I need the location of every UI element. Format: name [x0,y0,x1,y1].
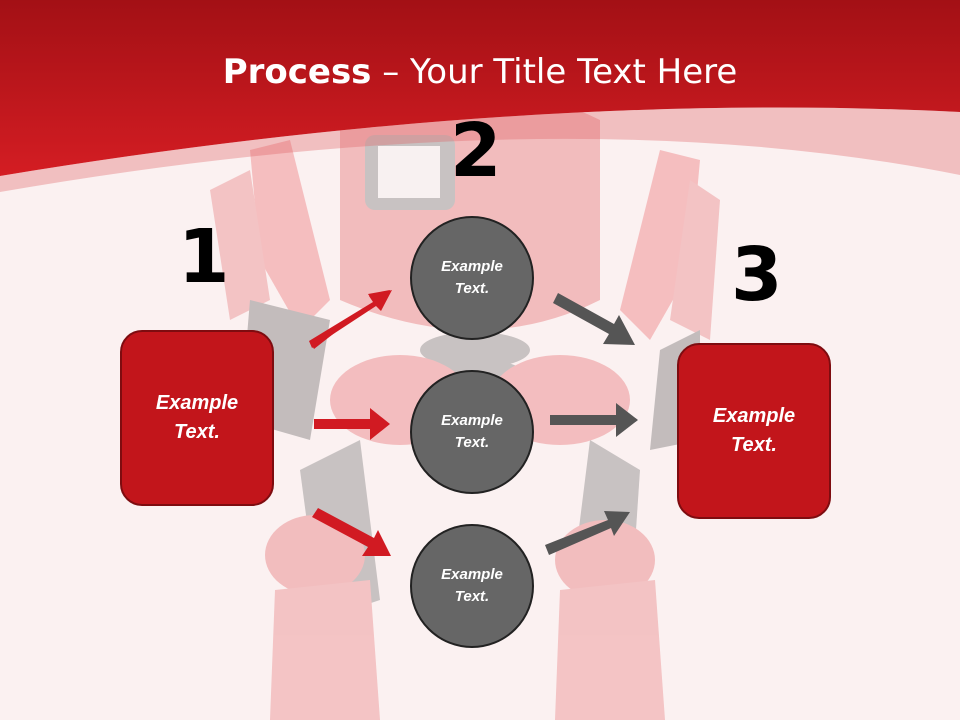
circle-1-label: Example Text. [441,257,503,298]
step-1-box: Example Text. [120,330,274,506]
step-number-3: 3 [731,232,783,318]
slide-title: Process – Your Title Text Here [0,52,960,92]
step-2-circle-3: Example Text. [410,524,534,648]
step-number-2: 2 [450,108,502,194]
header-band [0,0,960,176]
header-swoosh [0,107,960,192]
title-rest: – Your Title Text Here [371,52,738,92]
arrow-1-to-circle-1 [309,290,392,349]
arrow-circle-3-to-3 [545,511,630,555]
step-1-label: Example Text. [155,392,239,443]
arrow-1-to-circle-2 [314,408,390,440]
arrow-circle-1-to-3 [553,293,635,345]
arrow-1-to-circle-3 [312,508,391,556]
step-3-box: Example Text. [677,343,831,519]
step-2-circle-1: Example Text. [410,216,534,340]
arrow-circle-2-to-3 [550,403,638,437]
circle-2-label: Example Text. [441,411,503,452]
circle-3-label: Example Text. [441,565,503,606]
step-3-label: Example Text. [712,405,796,456]
title-bold: Process [222,52,372,92]
step-2-circle-2: Example Text. [410,370,534,494]
step-number-1: 1 [178,214,230,300]
